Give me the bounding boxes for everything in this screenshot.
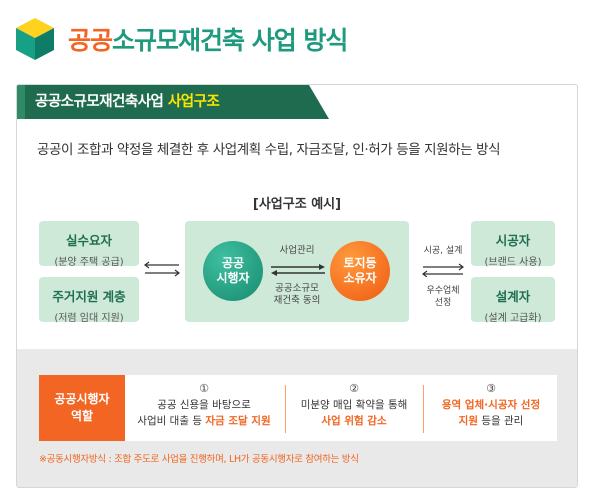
center-structure: 공공 시행자 토지등 소유자 사업관리 공공소규모 재건축 동의	[185, 221, 409, 322]
structure-card: 공공소규모재건축사업 사업구조 공공이 조합과 약정을 체결한 후 사업계획 수…	[16, 84, 578, 488]
role-item-2: ② 미분양 매입 확약을 통해 사업 위험 감소	[300, 382, 408, 427]
management-label: 사업관리	[279, 245, 315, 256]
page-header: 공공소규모재건축 사업 방식	[14, 14, 348, 64]
role-divider	[285, 385, 286, 433]
example-title: [사업구조 예시]	[252, 197, 342, 212]
banner-label: 공공소규모재건축사업 사업구조	[35, 94, 220, 110]
description-text: 공공이 조합과 약정을 체결한 후 사업계획 수립, 자금조달, 인·허가 등을…	[37, 142, 501, 158]
box-designer: 설계자 (설계 고급화)	[471, 277, 555, 324]
consent-label: 공공소규모 재건축 동의	[273, 283, 321, 306]
box-housing-support: 주거지원 계층 (저렴 임대 지원)	[39, 277, 139, 324]
role-item-3: ③ 용역 업체·시공자 선정 지원 등을 관리	[441, 382, 541, 427]
right-exchange-arrows	[422, 263, 464, 277]
footnote: ※공동시행자방식 : 조합 주도로 사업을 진행하며, LH가 공동시행자로 참…	[39, 454, 359, 465]
owners-circle: 토지등 소유자	[330, 241, 390, 301]
roles-panel	[39, 375, 557, 441]
construction-design-label: 시공, 설계	[423, 246, 463, 256]
role-divider	[423, 385, 424, 433]
role-item-1: ① 공공 신용을 바탕으로 사업비 대출 등 자금 조달 지원	[137, 382, 271, 427]
page-title: 공공소규모재건축 사업 방식	[68, 26, 348, 55]
selection-label: 우수업체 선정	[426, 286, 460, 308]
left-exchange-arrows	[144, 261, 180, 277]
cube-icon	[16, 18, 54, 60]
center-exchange-arrows	[271, 264, 325, 276]
box-contractor: 시공자 (브랜드 사용)	[471, 221, 555, 268]
public-operator-circle: 공공 시행자	[203, 241, 263, 301]
section-banner: 공공소규모재건축사업 사업구조	[17, 85, 329, 119]
roles-label: 공공시행자 역할	[39, 375, 125, 441]
box-actual-buyers: 실수요자 (분양 주택 공급)	[39, 221, 139, 268]
